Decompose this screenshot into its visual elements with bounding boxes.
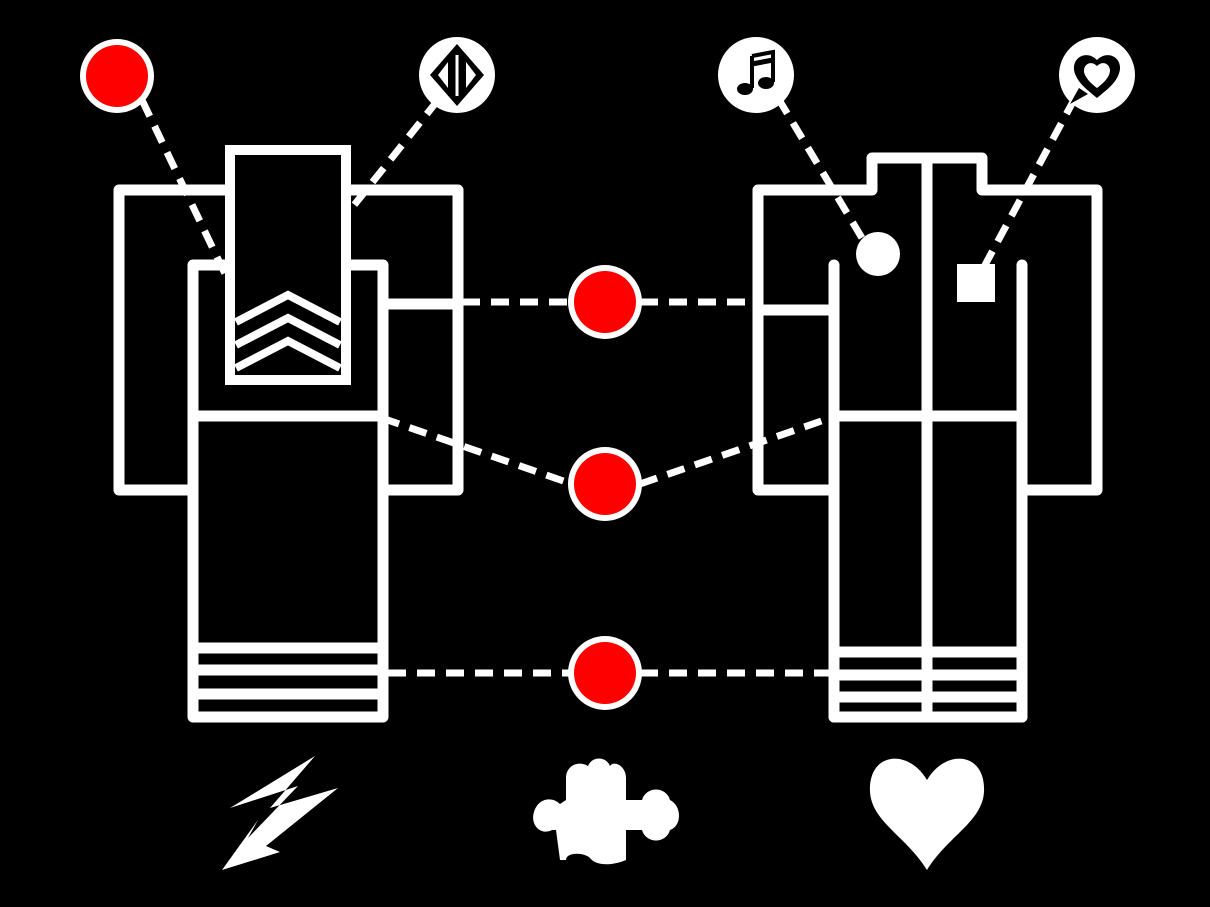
hem-link-node [568,636,642,710]
left-right-sleeve [339,184,464,496]
callout-heart-speech-bubble-icon [1059,37,1135,113]
center-links [568,265,642,710]
square-patch [957,264,995,302]
lightning-arrow-icon [222,756,338,870]
chevron-2 [234,313,342,349]
callout-music-note-icon [718,37,794,113]
waist-link-node [568,447,642,521]
connector-music-to-button [774,96,872,250]
left-left-sleeve [113,184,238,496]
callout-red-dot-icon [80,39,154,113]
connector-waist-right [638,414,832,488]
chevron-rank-badge [225,145,351,385]
right-garment [752,152,1103,723]
chevron-3 [234,336,342,372]
round-button [856,232,900,276]
shoulder-link-node [568,265,642,339]
chevron-1 [234,290,342,326]
callout-diamond-arrows-icon [419,37,495,113]
connector-waist-left [380,414,574,488]
puzzle-piece-icon [533,758,679,865]
heart-icon [869,758,985,870]
